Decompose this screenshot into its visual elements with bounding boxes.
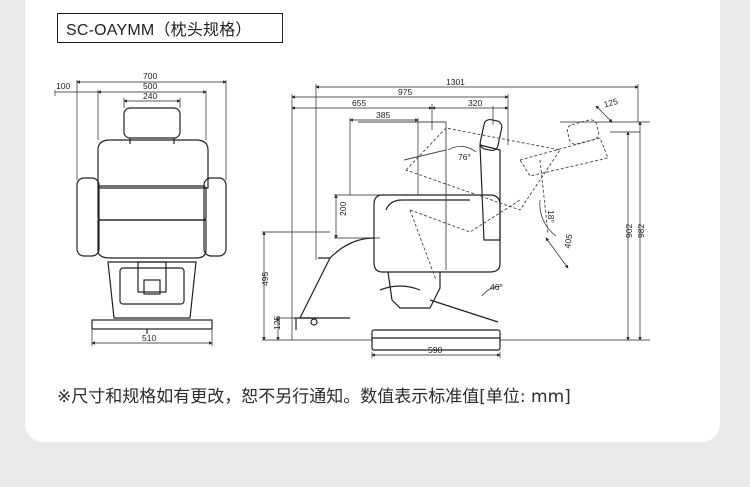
front-view [76, 107, 227, 334]
side-ghost-solid [358, 121, 447, 270]
dim-320: 320 [468, 98, 482, 108]
dim-902: 902 [624, 224, 634, 238]
dim-590: 590 [428, 345, 442, 355]
footnote: ※尺寸和规格如有更改，恕不另行通知。数值表示标准值[单位: mm] [57, 387, 571, 407]
front-seat [97, 185, 207, 221]
front-base [91, 319, 213, 330]
side-seat [373, 194, 501, 273]
side-headrest [479, 118, 503, 152]
content-card [25, 0, 720, 442]
title-text: SC-OAYMM（枕头规格） [66, 22, 252, 39]
side-dimensions [262, 84, 650, 358]
front-dimensions [54, 80, 227, 346]
dim-655: 655 [352, 98, 366, 108]
angle-46: 46° [490, 282, 503, 292]
dim-240: 240 [143, 91, 157, 101]
side-reclined-ghost [405, 119, 609, 281]
side-view [294, 118, 503, 351]
page-title: SC-OAYMM（枕头规格） [57, 13, 283, 43]
angle-76: 76° [458, 152, 471, 162]
dim-700: 700 [143, 71, 157, 81]
dim-1301: 1301 [446, 77, 465, 87]
dim-495: 495 [260, 272, 270, 286]
angle-18: 18° [546, 210, 556, 223]
front-backrest [97, 139, 209, 189]
dim-385: 385 [376, 110, 390, 120]
dim-982: 982 [636, 224, 646, 238]
dim-125-footrest: 125 [272, 316, 282, 330]
side-backrest [479, 144, 501, 241]
dim-125-headrest: 125 [603, 96, 620, 109]
dim-200: 200 [338, 202, 348, 216]
dim-510: 510 [142, 333, 156, 343]
front-armrest-left [76, 177, 100, 257]
front-armrest-right [203, 177, 227, 257]
dim-405: 405 [562, 233, 574, 249]
dim-500: 500 [143, 81, 157, 91]
dim-100: 100 [56, 81, 70, 91]
front-headrest [123, 107, 181, 139]
dim-975: 975 [398, 87, 412, 97]
